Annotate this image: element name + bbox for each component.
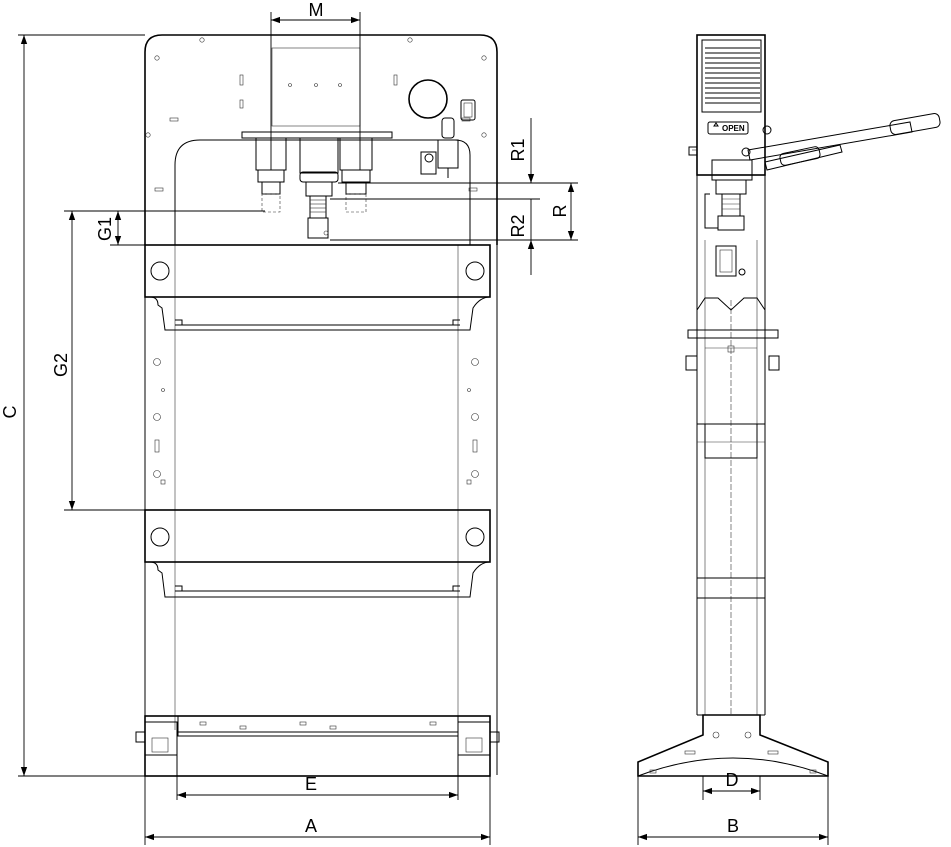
label-C: C <box>0 406 20 419</box>
label-R: R <box>550 205 570 218</box>
label-A: A <box>305 816 317 836</box>
side-view: OPEN <box>637 34 941 777</box>
label-G1: G1 <box>95 217 115 241</box>
dimension-lines <box>18 12 829 845</box>
label-D: D <box>726 770 739 790</box>
label-E: E <box>305 774 317 794</box>
front-view <box>135 34 500 777</box>
dimension-labels: C G2 G1 M R1 R2 R E A D B <box>0 0 739 836</box>
label-M: M <box>309 0 324 20</box>
label-G2: G2 <box>51 353 71 377</box>
label-R1: R1 <box>508 138 528 161</box>
label-R2: R2 <box>508 214 528 237</box>
valve-open-label: OPEN <box>722 124 745 133</box>
label-B: B <box>727 816 739 836</box>
